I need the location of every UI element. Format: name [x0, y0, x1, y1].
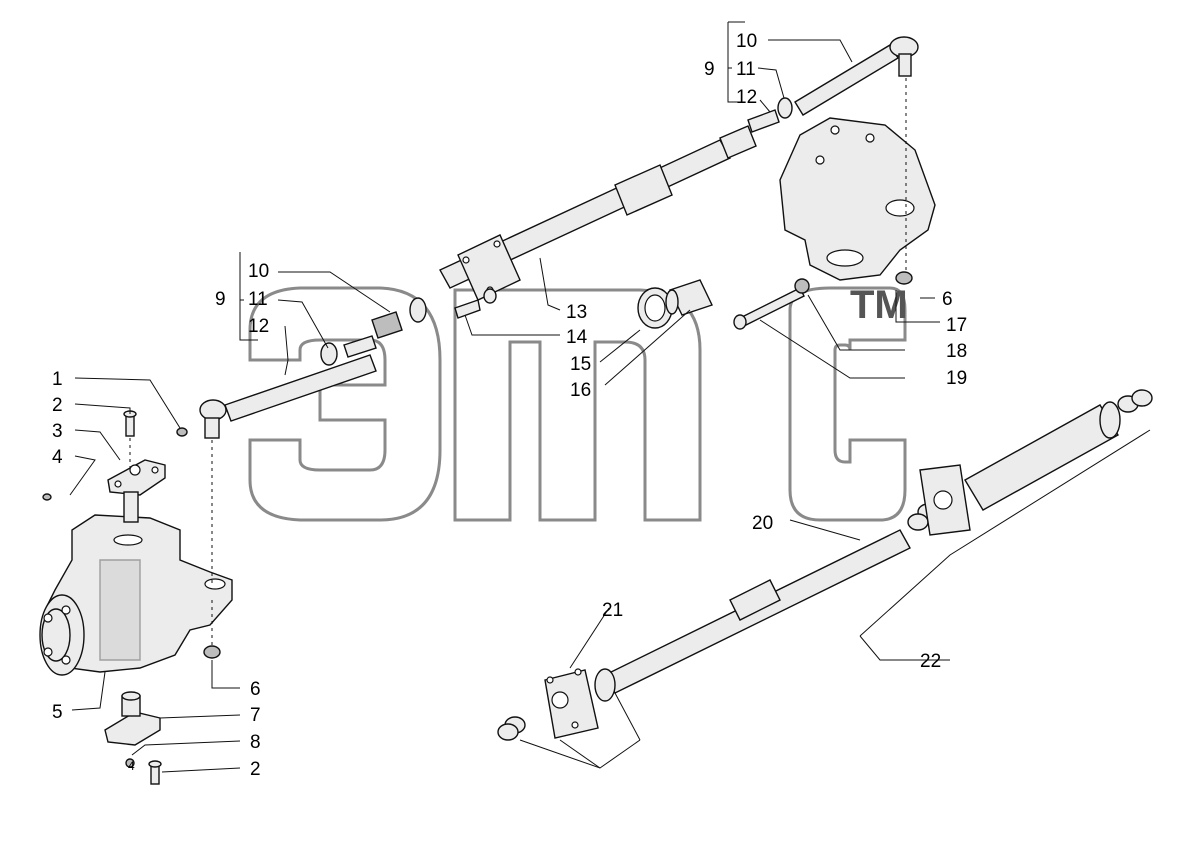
callout-2-bottom: 2 — [250, 759, 261, 780]
callout-16: 16 — [570, 380, 591, 401]
lower-cylinder-assembly — [497, 389, 1153, 741]
bushings-and-bolt — [637, 278, 810, 330]
callout-7: 7 — [250, 705, 261, 726]
callout-4-top: 4 — [52, 447, 63, 468]
upper-king-pin-cap — [107, 459, 166, 523]
callout-3: 3 — [52, 421, 63, 442]
callout-19: 19 — [946, 368, 967, 389]
callout-9-left: 9 — [215, 289, 226, 310]
right-steering-knuckle — [779, 117, 936, 285]
watermark-letter-e — [248, 286, 442, 522]
callout-14: 14 — [566, 327, 588, 348]
callout-21: 21 — [602, 600, 623, 621]
left-tie-rod — [199, 297, 427, 439]
lower-king-pin-cap — [104, 691, 161, 746]
callout-2-top: 2 — [52, 395, 63, 416]
leader-lines — [69, 21, 1151, 773]
watermark-letter-s — [788, 286, 907, 522]
callout-5: 5 — [52, 702, 63, 723]
callout-12-right: 12 — [736, 87, 757, 108]
callout-20: 20 — [752, 513, 773, 534]
callout-8: 8 — [250, 732, 261, 753]
callout-4-bottom: 4 — [128, 759, 135, 773]
callout-9-right: 9 — [704, 59, 715, 80]
callout-13: 13 — [566, 302, 587, 323]
callout-11-right: 11 — [736, 59, 756, 80]
left-steering-knuckle — [39, 514, 233, 676]
small-bolts-left — [42, 410, 221, 785]
callout-11-left: 11 — [248, 289, 268, 310]
callout-10-left: 10 — [248, 261, 269, 282]
watermark-tm: TM — [850, 283, 908, 327]
callout-17: 17 — [946, 315, 967, 336]
callout-labels: 1 2 3 4 5 6 7 8 2 4 9 10 11 12 9 10 11 1… — [52, 31, 967, 780]
callout-15: 15 — [570, 354, 591, 375]
callout-1: 1 — [52, 369, 63, 390]
callout-6-right: 6 — [942, 289, 953, 310]
callout-18: 18 — [946, 341, 967, 362]
callout-22: 22 — [920, 651, 941, 672]
callout-6-left: 6 — [250, 679, 261, 700]
callout-10-right: 10 — [736, 31, 757, 52]
callout-12-left: 12 — [248, 316, 269, 337]
center-steering-cylinder — [439, 36, 919, 319]
